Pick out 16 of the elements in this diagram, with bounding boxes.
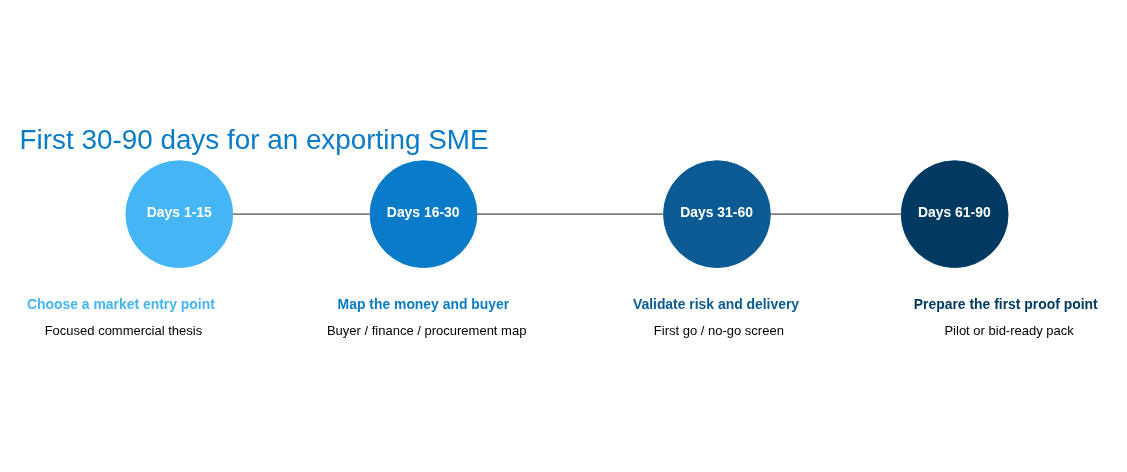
node-label: First go / no-go screen bbox=[653, 322, 784, 338]
node-circle: Days 61-90 bbox=[900, 160, 1009, 269]
diagram-title: First 30-90 days for an exporting SME bbox=[19, 123, 489, 155]
node-label: Buyer / finance / procurement map bbox=[326, 322, 527, 338]
node-circle: Days 16-30 bbox=[369, 160, 478, 269]
connector bbox=[476, 213, 665, 216]
node-label: Focused commercial thesis bbox=[44, 322, 203, 338]
connector bbox=[769, 213, 902, 216]
node-label: Map the money and buyer bbox=[337, 296, 510, 313]
node-circle: Days 31-60 bbox=[663, 160, 771, 269]
connector bbox=[231, 213, 371, 216]
node-label: Choose a market entry point bbox=[27, 296, 215, 313]
node-circle: Days 1-15 bbox=[125, 160, 234, 269]
node-label: Pilot or bid-ready pack bbox=[944, 322, 1074, 338]
node-label: Validate risk and delivery bbox=[632, 296, 800, 313]
node-label: Prepare the first proof point bbox=[913, 296, 1098, 313]
